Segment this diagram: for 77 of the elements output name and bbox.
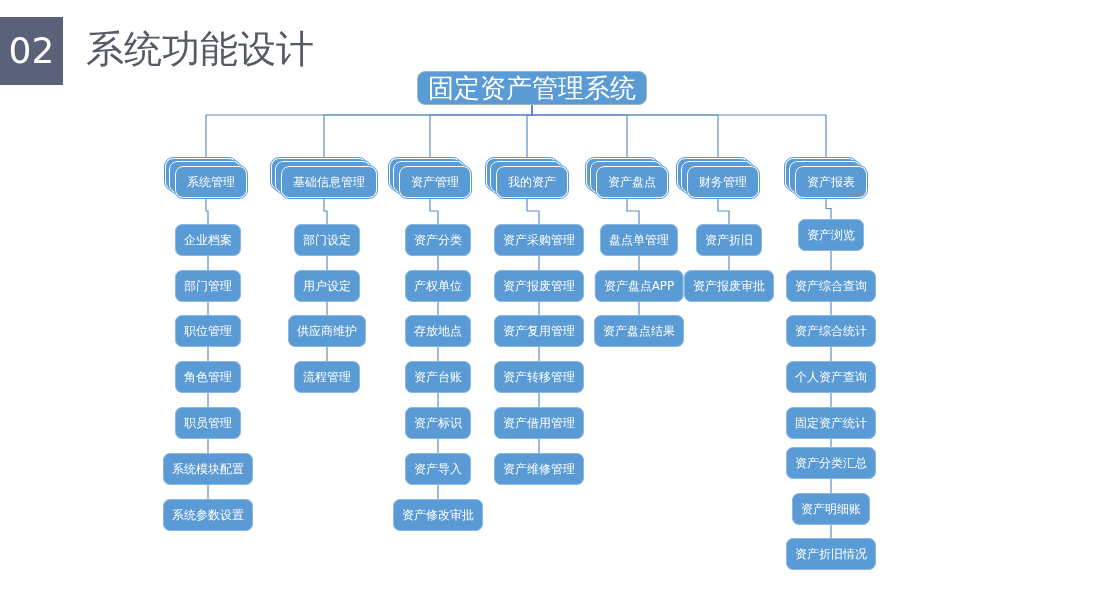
connector-line	[437, 438, 439, 454]
module-box: 盘点单管理	[600, 224, 678, 256]
module-box: 角色管理	[175, 361, 241, 393]
connector-line	[538, 438, 540, 454]
module-box: 部门管理	[175, 270, 241, 302]
connector-line	[830, 524, 832, 539]
module-box: 资产盘点APP	[594, 270, 684, 302]
connector-line	[207, 438, 209, 454]
module-box: 资产报废审批	[684, 270, 774, 302]
connector-line	[825, 197, 832, 220]
module-box: 职员管理	[175, 407, 241, 439]
module-box: 资产综合查询	[786, 270, 876, 302]
module-box: 职位管理	[175, 315, 241, 347]
module-box: 资产报废管理	[494, 270, 584, 302]
connector-line	[205, 197, 209, 225]
page-title: 系统功能设计	[86, 26, 314, 72]
module-box: 资产分类	[405, 224, 471, 256]
module-box: 资产采购管理	[494, 224, 584, 256]
connector-line	[207, 484, 209, 500]
module-box: 资产标识	[405, 407, 471, 439]
module-box: 资产分类汇总	[786, 447, 876, 479]
connector-line	[638, 301, 640, 316]
module-box: 资产导入	[405, 453, 471, 485]
module-box: 资产折旧	[696, 224, 762, 256]
connector-line	[626, 197, 640, 225]
module-box: 产权单位	[405, 270, 471, 302]
connector-line	[830, 438, 832, 448]
connector-line	[323, 197, 328, 225]
module-box: 固定资产统计	[786, 407, 876, 439]
module-box: 用户设定	[294, 270, 360, 302]
module-box: 资产明细账	[792, 493, 870, 525]
module-box: 资产借用管理	[494, 407, 584, 439]
connector-line	[326, 255, 328, 271]
module-box: 企业档案	[175, 224, 241, 256]
module-box: 部门设定	[294, 224, 360, 256]
connector-line	[437, 346, 439, 362]
module-box: 系统参数设置	[163, 499, 253, 531]
module-box: 流程管理	[294, 361, 360, 393]
module-box: 个人资产查询	[786, 361, 876, 393]
connector-line	[538, 346, 540, 362]
module-box: 供应商维护	[288, 315, 366, 347]
connector-line	[437, 301, 439, 316]
connector-line	[717, 197, 730, 225]
connector-line	[538, 255, 540, 271]
connector-line	[830, 301, 832, 316]
connector-line	[207, 255, 209, 271]
connector-line	[526, 197, 540, 225]
module-box: 资产复用管理	[494, 315, 584, 347]
connector-line	[437, 392, 439, 408]
connector-line	[207, 392, 209, 408]
connector-line	[429, 197, 439, 225]
module-box: 系统模块配置	[163, 453, 253, 485]
connector-line	[326, 346, 328, 362]
module-box: 资产转移管理	[494, 361, 584, 393]
connector-line	[638, 255, 640, 271]
module-box: 资产维修管理	[494, 453, 584, 485]
module-box: 资产浏览	[798, 219, 864, 251]
module-box: 资产台账	[405, 361, 471, 393]
connector-line	[830, 346, 832, 362]
connector-line	[207, 301, 209, 316]
module-box: 资产修改审批	[393, 499, 483, 531]
connector-line	[437, 484, 439, 500]
module-box: 资产盘点结果	[594, 315, 684, 347]
root-box: 固定资产管理系统	[417, 71, 647, 105]
connector-line	[830, 478, 832, 494]
connector-line	[437, 255, 439, 271]
connector-line	[538, 301, 540, 316]
module-box: 资产折旧情况	[786, 538, 876, 570]
number-badge: 02	[0, 17, 63, 85]
module-box: 存放地点	[405, 315, 471, 347]
connector-line	[538, 392, 540, 408]
connector-line	[830, 392, 832, 408]
connector-line	[207, 346, 209, 362]
connector-line	[830, 250, 832, 271]
module-box: 资产综合统计	[786, 315, 876, 347]
connector-line	[728, 255, 730, 271]
connector-line	[326, 301, 328, 316]
